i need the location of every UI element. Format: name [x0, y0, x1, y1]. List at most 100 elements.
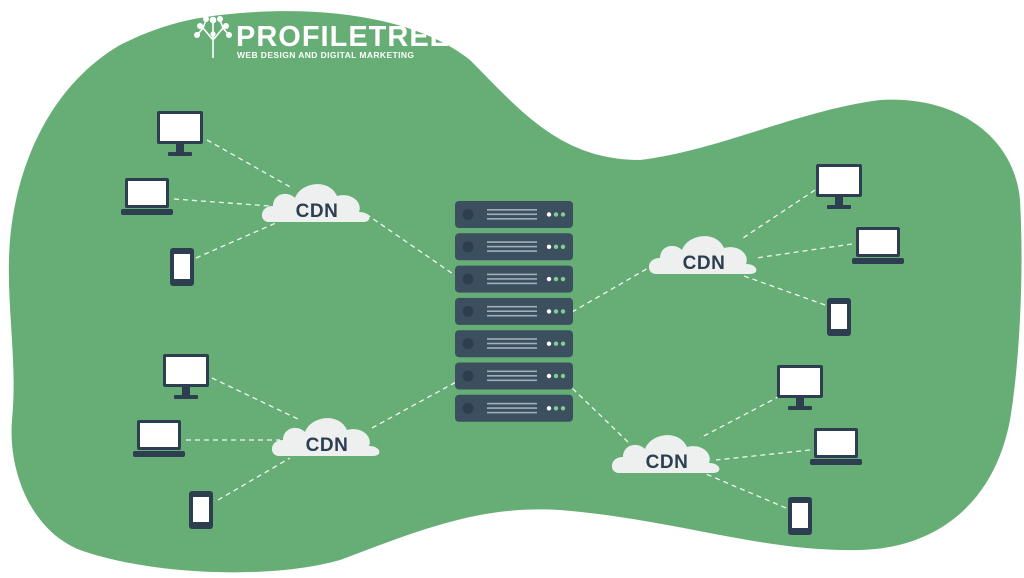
status-led-icon: [560, 341, 566, 346]
brand-tagline: WEB DESIGN AND DIGITAL MARKETING: [237, 50, 414, 60]
connector-line: [217, 457, 291, 501]
vent-line: [487, 411, 537, 414]
connector-line: [371, 381, 457, 429]
vent-line: [487, 338, 537, 340]
cdn-cloud-bottom-right: CDN: [611, 435, 720, 473]
cdn-label: CDN: [296, 201, 339, 222]
laptop-icon: [852, 227, 904, 264]
status-led-icon: [560, 373, 566, 379]
connector-line: [365, 213, 457, 277]
cdn-cloud-top-right: CDN: [648, 236, 757, 274]
cloud-icon: [261, 184, 370, 222]
connector-line: [699, 395, 781, 439]
tree-icon: [194, 15, 233, 58]
status-led-icon: [546, 244, 552, 249]
cdn-label: CDN: [683, 253, 726, 274]
drive-port-icon: [462, 338, 474, 350]
cloud-icon: [648, 236, 757, 274]
drive-port-icon: [462, 273, 474, 285]
cloud-icon: [611, 435, 720, 473]
desktop-monitor-icon: [157, 111, 203, 156]
status-led-icon: [553, 244, 559, 249]
server-unit: [455, 330, 573, 358]
vent-line: [487, 213, 537, 216]
connector-line: [715, 449, 811, 461]
desktop-monitor-icon: [163, 354, 209, 399]
laptop-icon: [133, 420, 185, 457]
vent-line: [487, 342, 537, 345]
vent-line: [487, 347, 537, 349]
connector-line: [195, 221, 279, 259]
status-led-icon: [553, 276, 559, 282]
connector-line: [705, 473, 787, 509]
status-led-icon: [546, 341, 552, 346]
laptop-icon: [810, 428, 862, 465]
vent-line: [487, 402, 537, 405]
connector-line: [173, 198, 271, 207]
vent-line: [487, 209, 537, 211]
status-led-icon: [560, 212, 566, 217]
status-led-icon: [546, 212, 552, 217]
vent-line: [487, 310, 537, 312]
brand-name: PROFILETREE: [236, 21, 450, 53]
vent-line: [487, 218, 537, 220]
connector-line: [755, 243, 853, 259]
server-unit: [455, 265, 573, 293]
desktop-monitor-icon: [777, 365, 823, 410]
smartphone-icon: [189, 491, 213, 529]
status-led-icon: [546, 373, 552, 379]
status-led-icon: [553, 309, 559, 314]
server-unit: [455, 362, 573, 390]
vent-line: [487, 314, 537, 317]
vent-line: [487, 278, 537, 280]
desktop-monitor-icon: [816, 164, 862, 209]
status-led-icon: [546, 309, 552, 314]
connector-line: [739, 189, 816, 241]
profiletree-logo: PROFILETREE WEB DESIGN AND DIGITAL MARKE…: [194, 15, 450, 60]
vent-line: [487, 305, 537, 308]
vent-line: [487, 375, 537, 377]
drive-port-icon: [462, 241, 474, 253]
status-led-icon: [546, 406, 552, 411]
vent-line: [487, 407, 537, 409]
status-led-icon: [553, 406, 559, 411]
drive-port-icon: [462, 370, 474, 382]
vent-line: [487, 379, 537, 382]
status-led-icon: [553, 212, 559, 217]
connector-line: [211, 377, 301, 421]
drive-port-icon: [462, 305, 474, 317]
vent-line: [487, 282, 537, 285]
connector-line: [206, 139, 293, 189]
vent-line: [487, 370, 537, 373]
drive-port-icon: [462, 402, 474, 414]
smartphone-icon: [788, 497, 812, 535]
vent-line: [487, 250, 537, 252]
status-led-icon: [553, 341, 559, 346]
cdn-label: CDN: [306, 435, 349, 456]
connector-lines: [173, 139, 853, 509]
server-unit: [455, 233, 573, 261]
vent-line: [487, 241, 537, 243]
status-led-icon: [553, 373, 559, 379]
cdn-cloud-bottom-left: CDN: [271, 418, 380, 456]
vent-line: [487, 273, 537, 276]
cdn-label: CDN: [646, 452, 689, 473]
laptop-icon: [121, 178, 173, 215]
server-unit: [455, 201, 573, 228]
server-rack: [455, 201, 573, 422]
server-units: [455, 201, 573, 422]
status-led-icon: [560, 276, 566, 282]
connector-line: [571, 387, 629, 443]
smartphone-icon: [170, 248, 194, 286]
cdn-cloud-top-left: CDN: [261, 184, 370, 222]
vent-line: [487, 245, 537, 248]
server-unit: [455, 394, 573, 422]
status-led-icon: [546, 276, 552, 282]
cloud-icon: [271, 418, 380, 456]
status-led-icon: [560, 406, 566, 411]
drive-port-icon: [462, 209, 474, 220]
status-led-icon: [560, 309, 566, 314]
status-led-icon: [560, 244, 566, 249]
